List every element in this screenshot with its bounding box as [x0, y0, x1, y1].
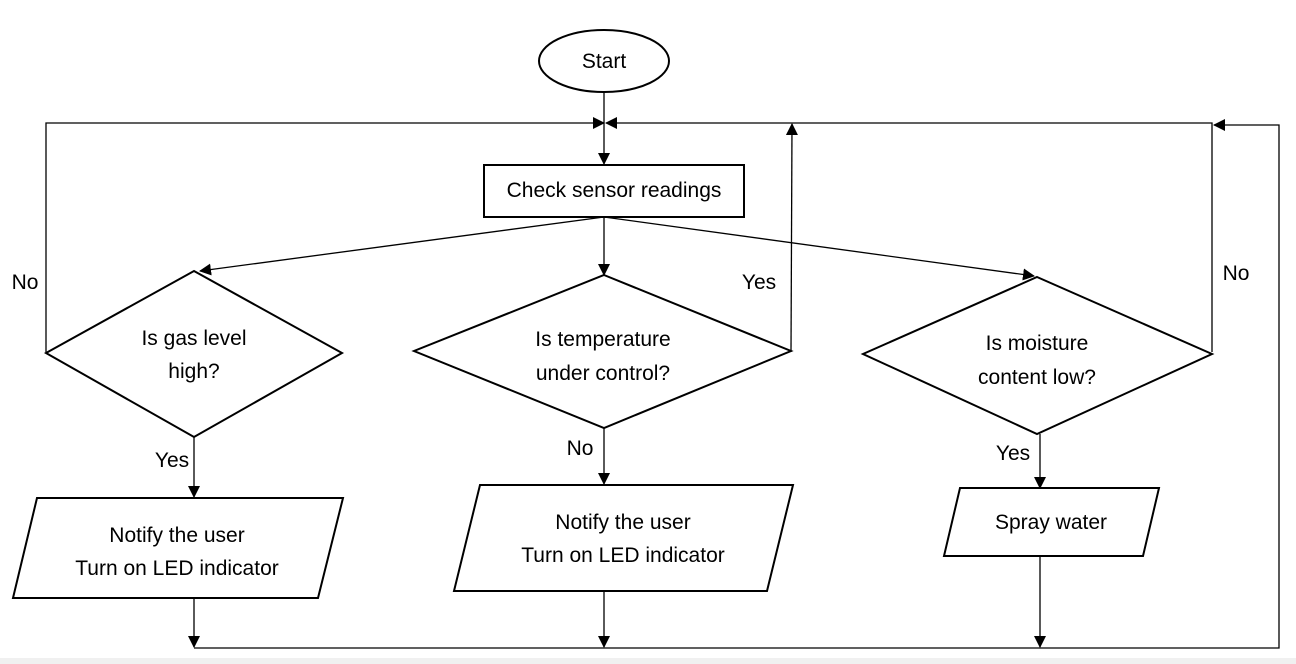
start-node [538, 29, 670, 93]
notify-left-line-1: Notify the user [109, 524, 244, 547]
moisture-decision-node [860, 275, 1215, 436]
notify-mid-line-1: Notify the user [555, 511, 690, 534]
temperature-decision-node [411, 273, 794, 430]
connector-moisture-no-loop [605, 117, 1213, 352]
temperature-question-line-2: under control? [536, 362, 670, 385]
moisture-yes-label: Yes [996, 442, 1030, 465]
bottom-strip [0, 658, 1296, 664]
connector-bottom-return [194, 119, 1280, 649]
gas-no-label: No [12, 271, 39, 294]
notify-left-node [11, 497, 345, 599]
start-label: Start [582, 50, 627, 73]
gas-question-line-2: high? [168, 360, 219, 383]
connector-check-to-gas [199, 216, 605, 276]
notify-mid-node [452, 484, 795, 592]
temperature-no-label: No [567, 437, 594, 460]
moisture-question-line-1: Is moisture [986, 332, 1089, 355]
check-sensor-label: Check sensor readings [507, 179, 722, 202]
temperature-yes-label: Yes [742, 271, 776, 294]
connector-temp-yes-loop [785, 123, 798, 353]
gas-yes-label: Yes [155, 449, 189, 472]
temperature-question-line-1: Is temperature [535, 328, 670, 351]
gas-decision-node [43, 269, 345, 439]
check-sensor-node [483, 164, 745, 218]
connector-gas-no-loop [45, 117, 605, 352]
spray-water-label: Spray water [995, 511, 1107, 534]
notify-mid-line-2: Turn on LED indicator [521, 544, 725, 567]
notify-left-line-2: Turn on LED indicator [75, 557, 279, 580]
gas-question-line-1: Is gas level [141, 327, 246, 350]
moisture-question-line-2: content low? [978, 366, 1096, 389]
moisture-no-label: No [1223, 262, 1250, 285]
connector-check-to-moisture [603, 216, 1035, 281]
spray-water-node [942, 487, 1161, 557]
